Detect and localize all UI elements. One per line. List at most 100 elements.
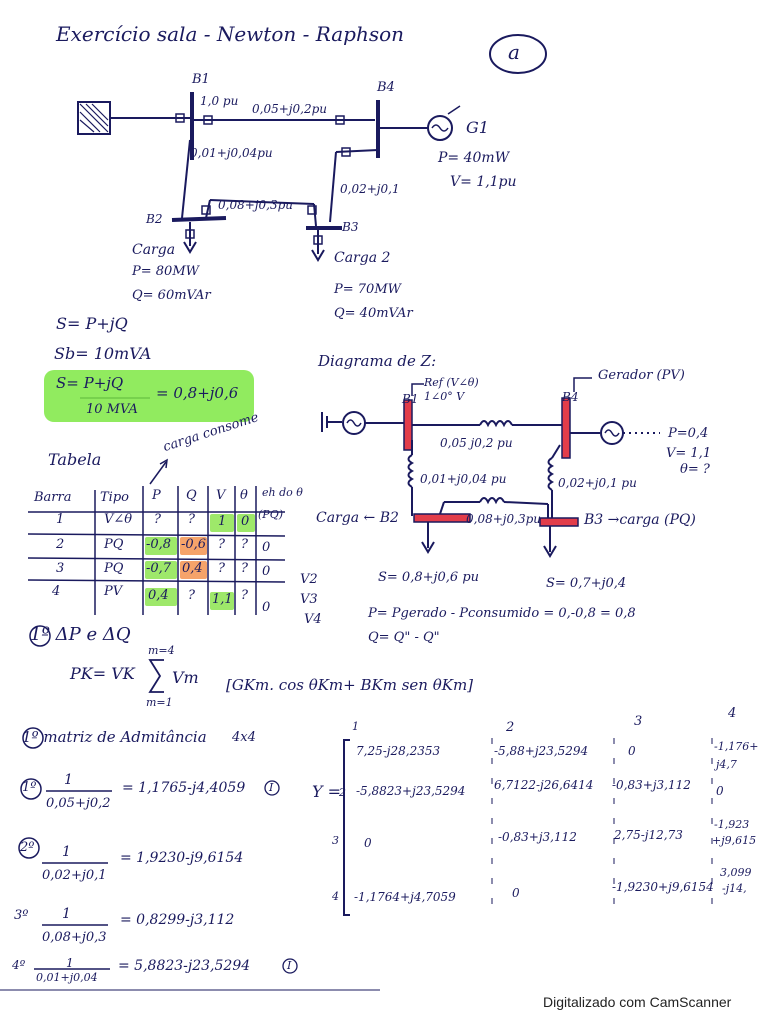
hl-r3-q [180,561,207,579]
d2-z-b2b3: 0,08+j0,3pu [466,512,541,526]
th-v: V [216,488,226,503]
calc4-mark: I [287,959,292,972]
table-side-note: eh do θ [262,486,303,499]
calc4-num: 1 [66,956,74,970]
scanner-watermark: Digitalizado com CamScanner [543,994,732,1010]
d2-gerador: Gerador (PV) [598,368,685,383]
td-r2-tipo: PQ [104,537,124,552]
calc4-n: 4º [12,958,26,972]
y-r4c4a: 3,099 [720,866,752,879]
c1-carga-q: Q= 60mVAr [132,288,211,303]
step2-heading: 1º matriz de Admitância [22,728,207,746]
d2-carga-left: Carga ← B2 [316,510,399,526]
y-r3c1: 0 [364,836,372,850]
matrix-row-4: 4 [332,890,339,903]
right-col-0: 0 [262,540,271,555]
v-label-2: V2 [300,572,318,587]
c1-carga-label: Carga [132,242,176,258]
th-q: Q [186,488,197,503]
calc1-num: 1 [64,772,73,788]
y-r4c4b: -j14, [722,882,747,895]
sum-symbol [148,659,164,693]
td-r2-q: -0,6 [181,537,207,552]
c1-z-b1b4: 0,05+j0,2pu [252,102,327,116]
c1-b4-label: B4 [377,80,395,95]
item-circle [489,34,547,74]
td-r1-v: 1 [218,514,227,529]
c1-carga2-p: P= 70MW [334,282,401,297]
hl-r3-p [145,561,177,579]
td-r1-theta: 0 [241,514,250,529]
g1-generator-icon [427,115,453,141]
table-label: Tabela [48,450,102,469]
td-r1-barra: 1 [56,512,65,527]
y-r2c1: -5,8823+j23,5294 [356,784,466,798]
calc3-n: 3º [14,908,29,923]
d2-g-p: P=0,4 [668,426,709,441]
td-r3-v: ? [218,561,225,576]
highlight-pu [44,370,254,422]
diagram-bus-b2 [413,513,471,523]
c1-z-b1: 1,0 pu [200,94,239,108]
td-r4-tipo: PV [104,584,123,599]
d2-ref: Ref (V∠θ) [424,376,479,389]
th-theta: θ [240,488,248,503]
matrix-col-2: 2 [506,720,515,735]
td-r3-theta: ? [241,561,248,576]
right-col-2: 0 [262,600,271,615]
c1-b1-label: B1 [192,72,210,87]
c1-z-b4b3: 0,02+j0,1 [340,182,400,196]
calc4-den: 0,01+j0,04 [36,971,98,984]
y-r1c1: 7,25-j28,2353 [356,744,441,758]
d2-q-eq: Q= Q" - Q" [368,630,440,645]
calc2-res: = 1,9230-j9,6154 [120,850,244,866]
c1-g1-label: G1 [466,118,489,137]
calc3-num: 1 [62,906,71,922]
calc1-res: = 1,1765-j4,4059 [122,780,246,796]
v-label-4: V4 [304,612,322,627]
td-r2-theta: ? [241,537,248,552]
diagram-bus-b4 [561,397,571,459]
calc3-res: = 0,8299-j3,112 [120,912,235,928]
eq-sb: Sb= 10mVA [54,344,152,363]
td-r4-theta: ? [241,588,248,603]
calc3-den: 0,08+j0,3 [42,930,107,945]
td-r1-p: ? [154,512,161,527]
y-r2c3: -0,83+j3,112 [612,778,691,792]
sum-bottom: m=1 [146,696,173,709]
y-r1c4b: j4,7 [716,758,737,771]
td-r4-v: 1,1 [212,592,233,607]
d2-title: Diagrama de Z: [318,352,437,370]
infinite-bus-hatch [79,103,109,133]
sum-top: m=4 [148,644,175,657]
load2-arrow-icon [311,249,325,262]
td-r3-q: 0,4 [182,561,203,576]
y-r3c3: 2,75-j12,73 [614,828,683,842]
v-label-3: V3 [300,592,318,607]
d2-carga-right: B3 →carga (PQ) [584,512,696,528]
matrix-row-3: 3 [332,834,339,847]
td-r4-q: ? [188,588,195,603]
y-r1c4a: -1,176+ [714,740,759,753]
d2-b4: B4 [562,390,579,404]
th-tipo: Tipo [100,490,129,505]
td-r4-p: 0,4 [148,588,169,603]
item-label: a [508,40,520,64]
d2-s-b2: S= 0,8+j0,6 pu [378,570,480,585]
page-title: Exercício sala - Newton - Raphson [56,22,405,46]
hl-r1-v [210,514,234,532]
c1-carga2-q: Q= 40mVAr [334,306,413,321]
formula-rhs: [GKm. cos θKm+ BKm sen θKm] [226,676,474,694]
calc1-mark: I [269,781,274,794]
matrix-col-1: 1 [352,720,359,733]
calc2-n: 2º [20,840,35,855]
d2-ref-val: 1∠0° V [424,390,465,403]
hl-r2-q [180,537,207,555]
table-side-note2: (PQ) [258,508,284,521]
calc4-res: = 5,8823-j23,5294 [118,958,251,974]
diagram-bus-b1 [403,399,413,451]
hl-r4-p [145,588,177,606]
c1-z-b1b2: 0,01+j0,04pu [190,146,273,160]
hl-r1-theta [237,514,255,532]
